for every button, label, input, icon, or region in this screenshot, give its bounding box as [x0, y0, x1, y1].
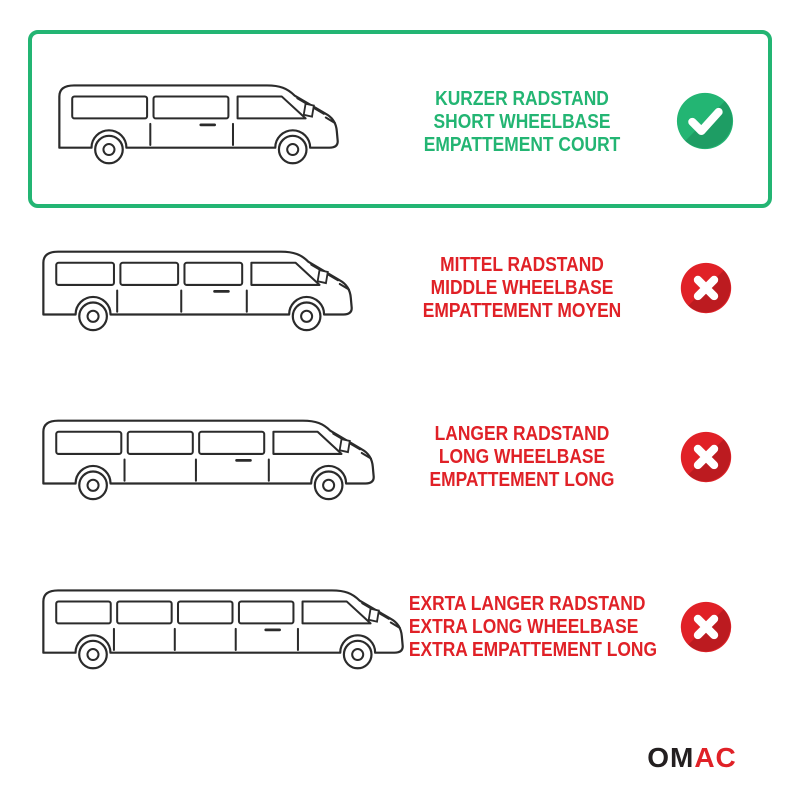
van-drawing-short	[58, 84, 339, 165]
option-label-long: LANGER RADSTAND LONG WHEELBASE EMPATTEME…	[392, 423, 652, 491]
van-drawing-long	[42, 419, 375, 501]
label-line-de: EXRTA LANGER RADSTAND	[408, 593, 646, 615]
cross-icon	[680, 601, 732, 653]
label-line-de: KURZER RADSTAND	[435, 88, 609, 110]
option-row-extra-long-wheelbase: EXRTA LANGER RADSTAND EXTRA LONG WHEELBA…	[0, 551, 800, 703]
check-icon	[676, 92, 734, 150]
label-line-en: LONG WHEELBASE	[438, 445, 606, 468]
omac-logo: OMAC	[592, 742, 792, 774]
middle-wheelbase-van-illustration	[36, 224, 360, 344]
long-wheelbase-van-illustration	[36, 393, 382, 513]
label-line-de: LANGER RADSTAND	[434, 423, 610, 445]
logo-text-ac: AC	[694, 742, 737, 773]
logo-text-om: OM	[647, 742, 695, 773]
van-drawing-extra-long	[42, 589, 404, 670]
label-line-en: EXTRA LONG WHEELBASE	[408, 615, 639, 638]
label-line-en: MIDDLE WHEELBASE	[430, 276, 614, 299]
option-row-short-wheelbase: KURZER RADSTAND SHORT WHEELBASE EMPATTEM…	[28, 30, 772, 208]
label-line-fr: EXTRA EMPATTEMENT LONG	[408, 638, 658, 661]
extra-long-wheelbase-van-illustration	[36, 563, 411, 682]
short-wheelbase-van-illustration	[52, 58, 346, 177]
label-line-fr: EMPATTEMENT MOYEN	[422, 299, 622, 322]
cross-icon	[680, 431, 732, 483]
option-row-long-wheelbase: LANGER RADSTAND LONG WHEELBASE EMPATTEME…	[0, 381, 800, 533]
label-line-fr: EMPATTEMENT LONG	[429, 468, 615, 491]
label-line-de: MITTEL RADSTAND	[440, 254, 604, 276]
option-label-short: KURZER RADSTAND SHORT WHEELBASE EMPATTEM…	[392, 88, 652, 156]
option-label-extra-long: EXRTA LANGER RADSTAND EXTRA LONG WHEELBA…	[392, 593, 658, 661]
label-line-fr: EMPATTEMENT COURT	[423, 133, 621, 156]
option-label-middle: MITTEL RADSTAND MIDDLE WHEELBASE EMPATTE…	[392, 254, 652, 322]
label-line-en: SHORT WHEELBASE	[433, 110, 611, 133]
option-row-middle-wheelbase: MITTEL RADSTAND MIDDLE WHEELBASE EMPATTE…	[0, 212, 800, 364]
cross-icon	[680, 262, 732, 314]
van-drawing-middle	[42, 250, 353, 332]
